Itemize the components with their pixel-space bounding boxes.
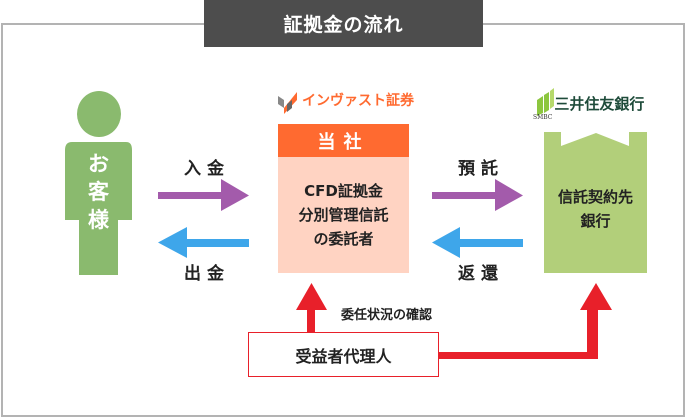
entrust-arrow <box>432 179 523 211</box>
company-body: CFD証拠金 分別管理信託 の委託者 <box>278 157 409 273</box>
customer-label: お客様 <box>88 152 109 232</box>
bank-line: 銀行 <box>580 212 611 230</box>
beneficiary-agent-box: 受益者代理人 <box>248 332 439 377</box>
invast-logo: インヴァスト証券 <box>276 90 414 110</box>
entrust-label: 預託 <box>458 159 504 179</box>
diagram-title: 証拠金の流れ <box>204 0 483 47</box>
customer-body <box>65 142 132 275</box>
withdraw-arrow <box>158 227 249 258</box>
company-header: 当社 <box>278 124 409 157</box>
confirm-bank-arrow <box>437 283 612 359</box>
customer-figure <box>65 91 132 275</box>
return-label: 返還 <box>458 264 504 284</box>
invast-logo-text: インヴァスト証券 <box>302 93 414 109</box>
company-line: CFD証拠金 <box>304 182 383 200</box>
bank-body: 信託契約先 銀行 <box>544 185 647 233</box>
smbc-logo-sub: SMBC <box>533 114 553 121</box>
company-line: 分別管理信託 <box>298 206 389 224</box>
bank-line: 信託契約先 <box>557 188 633 206</box>
smbc-logo-icon <box>537 88 554 116</box>
deposit-arrow <box>158 179 249 211</box>
smbc-logo-text: 三井住友銀行 <box>554 95 645 113</box>
company-line: の委託者 <box>313 230 374 248</box>
bank-building <box>544 132 647 273</box>
confirm-label: 委任状況の確認 <box>341 308 433 323</box>
return-arrow <box>432 227 523 258</box>
deposit-label: 入金 <box>184 159 230 179</box>
customer-head <box>77 91 121 137</box>
invast-logo-icon <box>278 92 297 114</box>
confirm-company-arrow <box>296 283 327 332</box>
withdraw-label: 出金 <box>184 264 230 284</box>
